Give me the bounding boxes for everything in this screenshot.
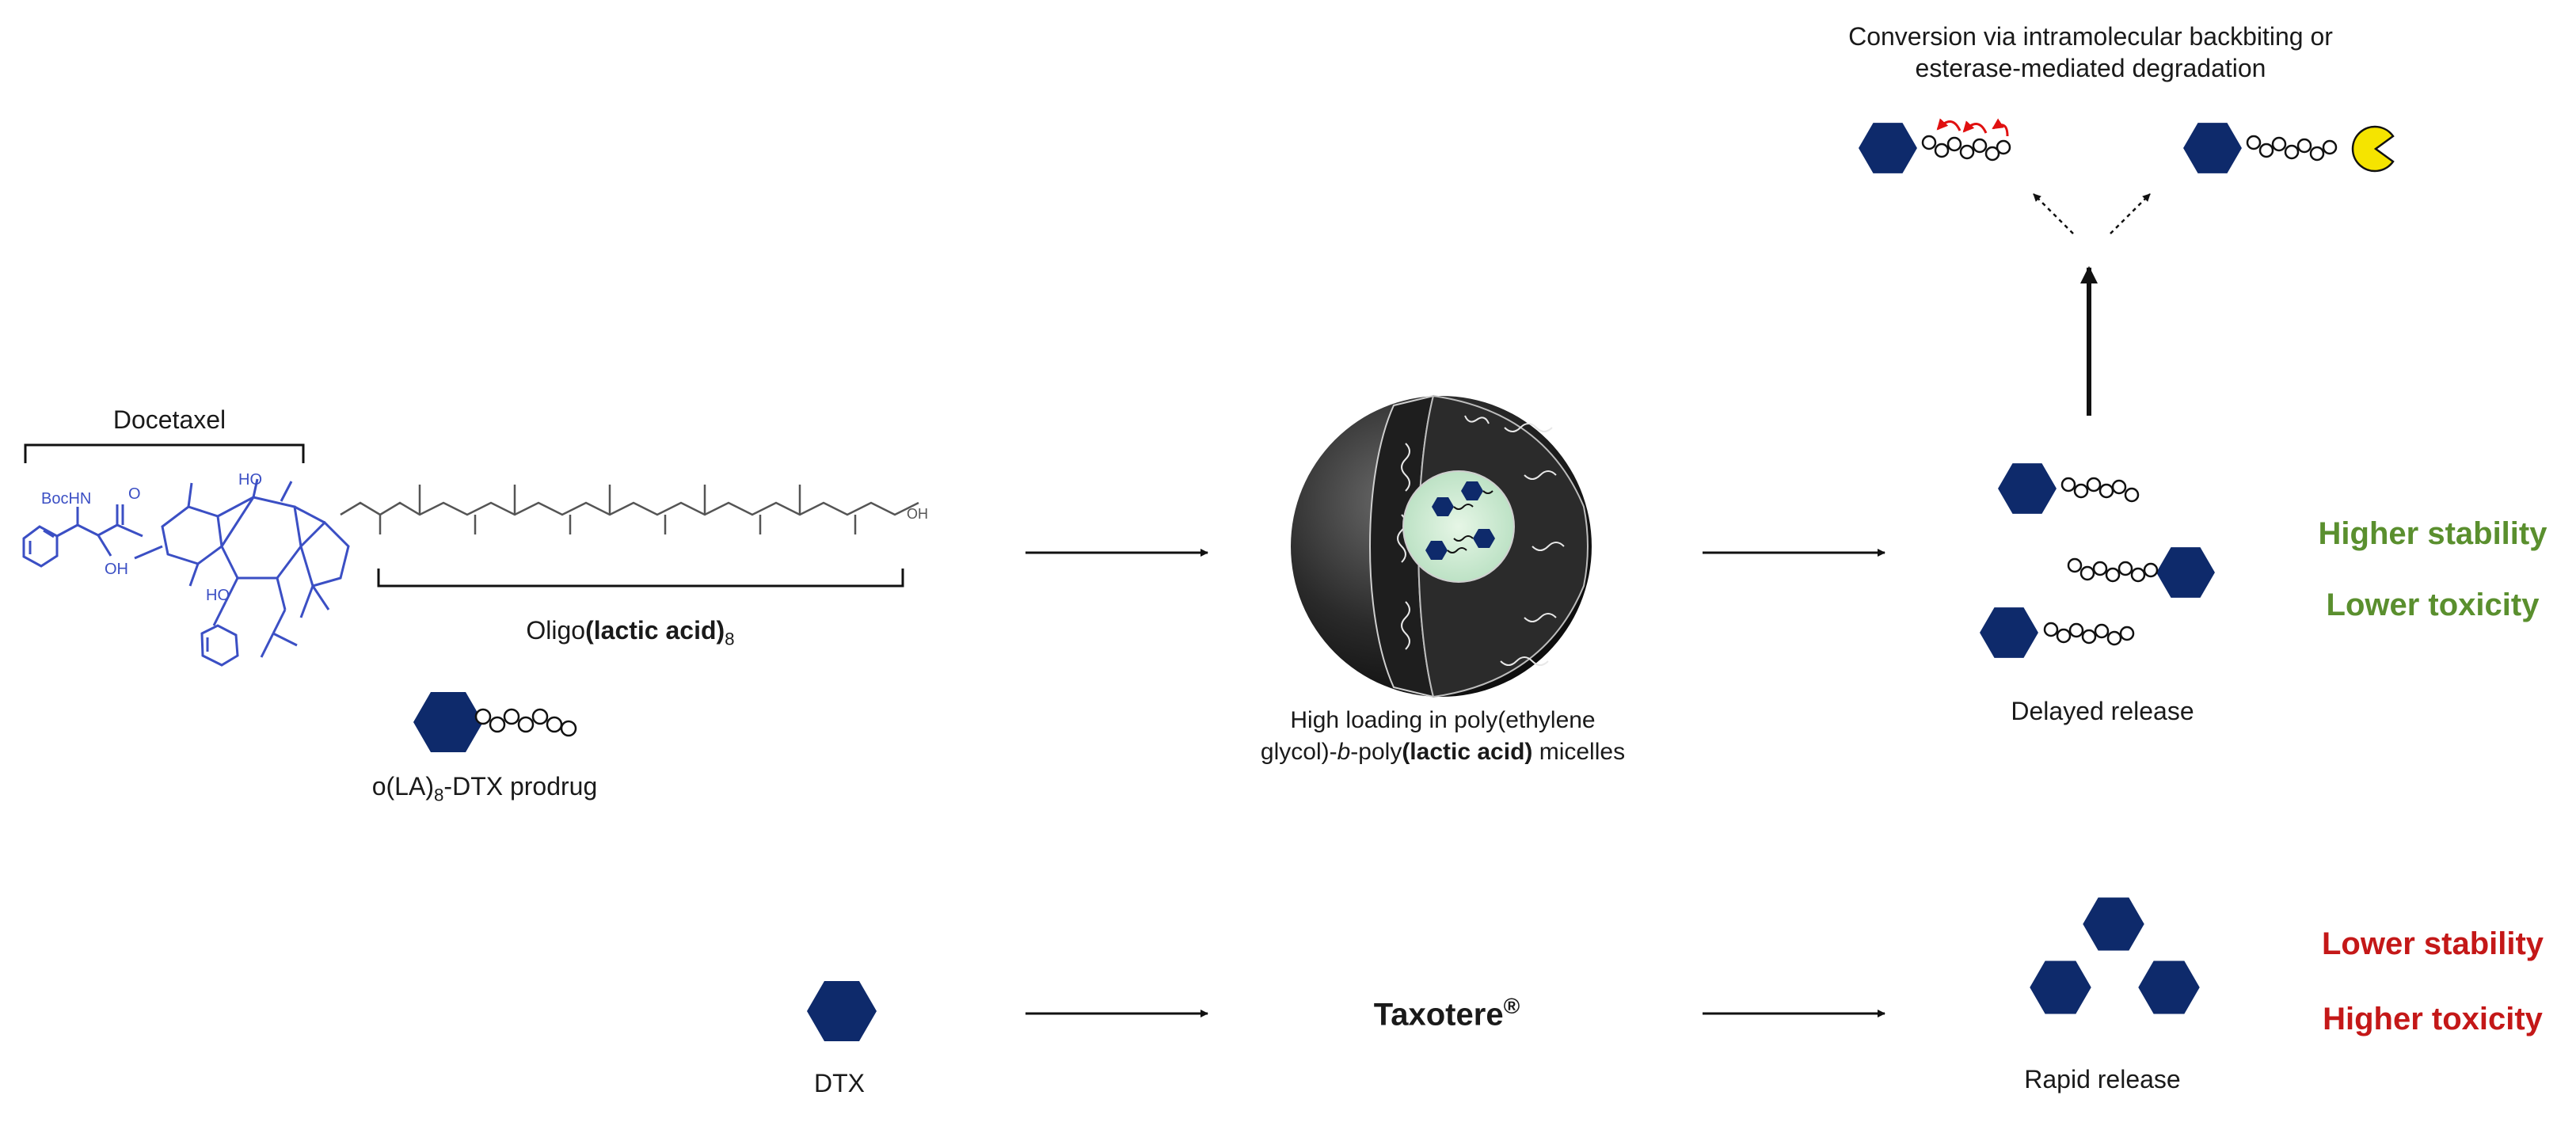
lower-stability-label: Lower stability: [2321, 926, 2544, 961]
oligo-bracket: [377, 569, 904, 588]
docetaxel-bracket: [24, 443, 305, 463]
prodrug-icon: [413, 692, 577, 752]
delayed-release-prodrugs: [1980, 463, 2215, 658]
docetaxel-label: Docetaxel: [112, 405, 226, 434]
delayed-release-label: Delayed release: [2011, 697, 2194, 725]
svg-text:OH: OH: [105, 561, 128, 578]
svg-text:HO: HO: [206, 587, 230, 604]
oligo-lactic-acid-chain: [340, 485, 919, 534]
rapid-release-label: Rapid release: [2024, 1065, 2181, 1093]
lower-toxicity-label: Lower toxicity: [2326, 588, 2540, 622]
svg-text:HO: HO: [238, 471, 262, 489]
prodrug-label: o(LA)8-DTX prodrug: [371, 772, 598, 805]
dotted-arrow-right: [2110, 193, 2151, 234]
esterase-degradation-icon: [2183, 123, 2395, 173]
rapid-release-drugs: [2030, 897, 2200, 1014]
micelle-illustration: [1291, 394, 1592, 698]
oligo-lactic-acid-label: Oligo(lactic acid)8: [526, 616, 735, 649]
chain-end-oh: OH: [907, 506, 928, 522]
dtx-hexagon-icon: [807, 981, 877, 1041]
higher-toxicity-label: Higher toxicity: [2323, 1002, 2543, 1036]
docetaxel-structure: [22, 478, 350, 667]
esterase-pacman-icon: [2351, 125, 2395, 173]
svg-text:O: O: [128, 485, 141, 503]
backbiting-icon: [1859, 118, 2011, 173]
micelle-caption: High loading in poly(ethylene glycol)-b-…: [1260, 707, 1626, 765]
dotted-arrow-left: [2033, 193, 2074, 234]
dtx-label: DTX: [814, 1069, 865, 1097]
taxotere-label: Taxotere®: [1373, 994, 1520, 1033]
conversion-caption: Conversion via intramolecular backbiting…: [1848, 22, 2333, 82]
higher-stability-label: Higher stability: [2318, 516, 2547, 551]
svg-text:BocHN: BocHN: [41, 490, 91, 508]
docetaxel-structure-atoms: BocHN OH HO O HO: [41, 471, 262, 604]
